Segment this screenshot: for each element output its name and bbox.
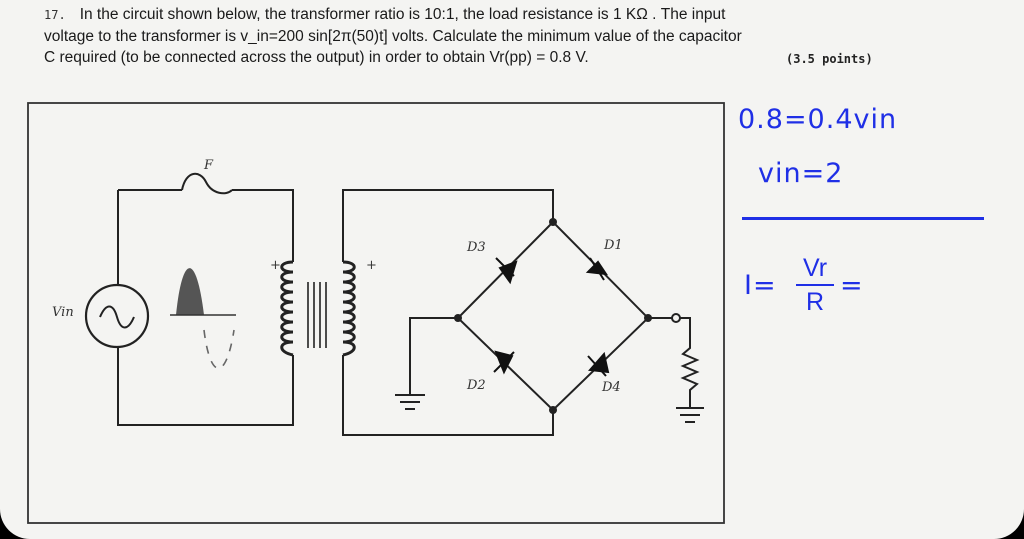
wire-secondary-bottom: [342, 355, 554, 436]
handwriting-eq-rhs: =: [840, 270, 864, 301]
wire-ground-left: [409, 317, 458, 395]
diode-d4: [587, 351, 610, 374]
diagram-frame: [27, 102, 725, 524]
node-top: [549, 218, 557, 226]
diode-label-d3: D3: [467, 240, 486, 255]
sine-icon: [99, 305, 135, 329]
transformer-core: [307, 282, 327, 348]
fuse-label: F: [204, 158, 214, 173]
wire-secondary-top: [342, 189, 554, 262]
node-bottom: [549, 406, 557, 414]
plus-secondary: +: [366, 258, 377, 273]
question-line-1: 17.In the circuit shown below, the trans…: [44, 6, 726, 23]
handwriting-divider: [742, 217, 984, 220]
diode-label-d2: D2: [467, 378, 486, 393]
waveform-positive: [176, 268, 204, 315]
question-line-3: C required (to be connected across the o…: [44, 49, 589, 66]
fuse: [181, 172, 233, 195]
load-resistor: [680, 317, 700, 408]
diode-label-d4: D4: [602, 380, 621, 395]
source-label: Vin: [52, 305, 74, 320]
points-label: (3.5 points): [786, 52, 873, 66]
handwriting-line-1: 0.8=0.4vin: [738, 104, 898, 135]
ac-source: [84, 283, 150, 349]
fraction-bar: [796, 284, 834, 286]
question-text: 17.In the circuit shown below, the trans…: [44, 4, 944, 68]
handwriting-eq-lhs: I=: [744, 270, 777, 301]
handwriting-line-2: vin=2: [758, 158, 844, 189]
question-number: 17.: [44, 8, 66, 22]
handwriting-fraction: Vr R: [796, 254, 834, 316]
node-left: [454, 314, 462, 322]
waveform-negative: [203, 329, 235, 369]
node-right: [644, 314, 652, 322]
primary-coil: [280, 260, 294, 357]
plus-primary: +: [270, 258, 281, 273]
ground-right: [676, 407, 704, 423]
wire-primary-bottom: [117, 348, 294, 426]
wire-primary-top-right: [232, 189, 294, 262]
question-line-2: voltage to the transformer is v_in=200 s…: [44, 28, 742, 45]
fraction-numerator: Vr: [802, 254, 828, 282]
secondary-coil: [342, 260, 356, 357]
ground-left: [395, 394, 425, 410]
fraction-denominator: R: [805, 288, 825, 316]
diode-label-d1: D1: [604, 238, 623, 253]
output-terminal: [671, 313, 681, 323]
